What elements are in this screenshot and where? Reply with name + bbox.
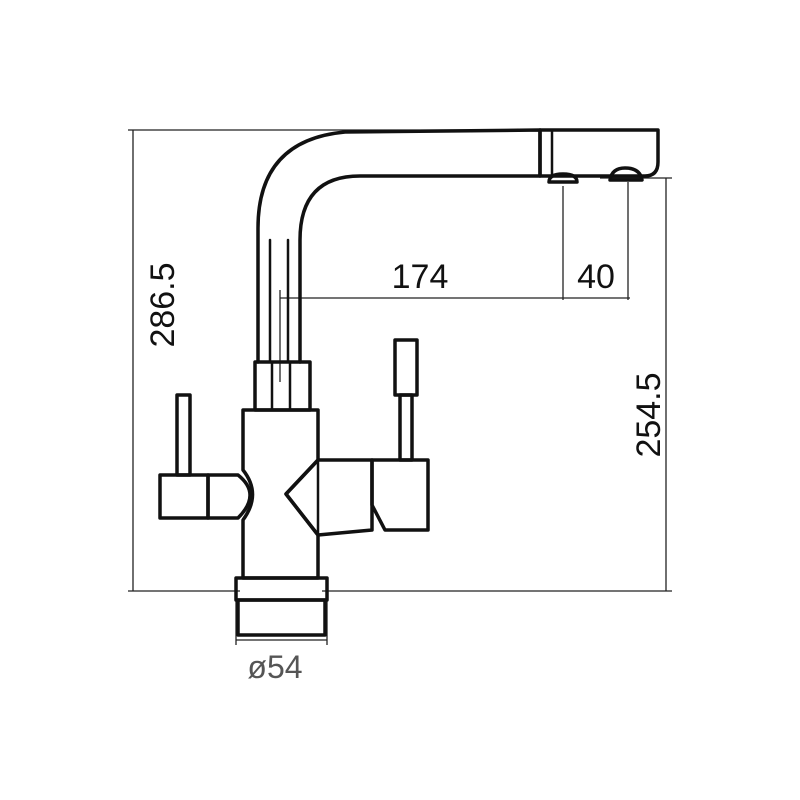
outlet-right — [608, 166, 644, 182]
outlet-left — [547, 172, 579, 184]
outlet-spacing-label: 40 — [577, 258, 615, 296]
left-handle-cap — [206, 473, 252, 520]
right-handle-body — [370, 458, 430, 532]
right-handle-lever — [398, 393, 414, 462]
spout-outer — [256, 128, 542, 364]
total-height-label: 286.5 — [144, 262, 182, 347]
spout-height-label: 254.5 — [630, 372, 668, 457]
spout-collar — [253, 360, 312, 412]
left-handle-lever — [175, 393, 192, 477]
dimension-lines — [128, 129, 672, 645]
base-diameter-label: ø54 — [247, 649, 302, 685]
left-handle-base — [158, 473, 210, 520]
reach-label: 174 — [392, 258, 449, 296]
main-body — [241, 408, 320, 580]
right-connector — [284, 458, 374, 537]
spout-head — [538, 128, 660, 178]
right-handle-top — [393, 338, 419, 397]
faucet-body — [158, 128, 660, 637]
base-ring — [234, 576, 329, 602]
base-shank — [236, 598, 327, 637]
